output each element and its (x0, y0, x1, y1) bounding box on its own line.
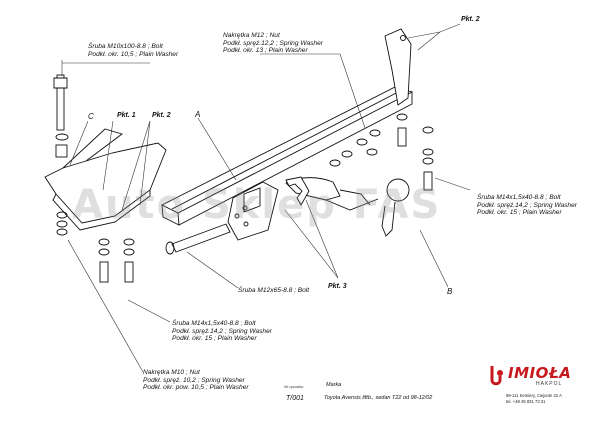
address-line: tel. +48 46 831 73 31 (506, 399, 546, 404)
pin-hook (285, 176, 310, 206)
label-pkt-1: Pkt. 1 (117, 112, 136, 119)
callout-line: Nakrętka M10 ; Nut (143, 369, 200, 376)
callout-line: Podkł. okr. 15 ; Plain Washer (477, 209, 562, 217)
right-bracket (384, 28, 412, 106)
callout-line: Podkł. okr. 10,5 ; Plain Washer (88, 50, 179, 58)
callout-line: Podkł. okr. 15 ; Plain Washer (172, 335, 257, 343)
label-pkt-2-left: Pkt. 2 (152, 112, 171, 119)
callout-bolt-m14-left: Śruba M14x1,5x40-8.8 ; Bolt Podkł. spręż… (172, 320, 272, 343)
vehicle-description: Toyota Avensis liftb., sedan T22 od 98-1… (324, 395, 433, 401)
address-line: 99-111 Kemiery, Ciejuntn 22 A (506, 393, 562, 398)
callout-line: Podkł. okr. pow. 10,5 ; Plain Washer (143, 384, 249, 392)
callout-line: Śruba M14x1,5x40-8.8 ; Bolt (477, 194, 561, 201)
label-letter-c: C (88, 112, 94, 121)
main-cross-tube (160, 86, 414, 226)
callout-bolt-m10: Śruba M10x100-8.8 ; Bolt Podkł. okr. 10,… (88, 43, 178, 58)
callout-nut-m12: Nakrętka M12 ; Nut Podkł. spręż.12,2 ; S… (223, 32, 323, 55)
label-pkt-2-top: Pkt. 2 (461, 16, 480, 23)
callout-line: Śruba M14x1,5x40-8.8 ; Bolt (172, 320, 256, 327)
callout-line: Podkł. spręż.12,2 ; Spring Washer (223, 39, 323, 47)
company-address: 99-111 Kemiery, Ciejuntn 22 A tel. +48 4… (506, 393, 562, 405)
callout-bolt-m14-right: Śruba M14x1,5x40-8.8 ; Bolt Podkł. spręż… (477, 194, 577, 217)
company-sublabel: HAKPOL (536, 381, 563, 387)
callout-bolt-m12: Śruba M12x65-8.8 ; Bolt (238, 287, 309, 295)
company-logo: IMIOŁA (508, 364, 572, 382)
socket-plate (234, 187, 261, 227)
callout-line: Śruba M12x65-8.8 ; Bolt (238, 287, 310, 294)
logo-hook-icon (490, 366, 503, 386)
callout-line: Podkł. spręż.14,2 ; Spring Washer (172, 327, 272, 335)
watermark: Auto Sklep FAS (72, 182, 442, 228)
drawing-number-label: Nr rysunku (284, 384, 304, 389)
label-letter-b: B (447, 287, 453, 296)
callout-line: Śruba M10x100-8.8 ; Bolt (88, 43, 163, 50)
leader-lines (61, 23, 471, 373)
fastener-stacks (53, 74, 434, 283)
make-label: Marka (326, 382, 342, 388)
callout-line: Podkł. okr. 13 ; Plain Washer (223, 47, 308, 55)
ball-mount (227, 177, 410, 241)
drawing-number: T/001 (286, 395, 304, 402)
callout-line: Nakrętka M12 ; Nut (223, 32, 280, 39)
callout-nut-m10: Nakrętka M10 ; Nut Podkł. spręż. 10,2 ; … (143, 369, 249, 392)
label-letter-a: A (195, 110, 201, 119)
label-pkt-3: Pkt. 3 (328, 283, 347, 290)
m12-bolt (165, 223, 231, 255)
left-bracket (44, 128, 167, 231)
callout-line: Podkł. spręż.14,2 ; Spring Washer (477, 201, 577, 209)
callout-line: Podkł. spręż. 10,2 ; Spring Washer (143, 376, 245, 384)
